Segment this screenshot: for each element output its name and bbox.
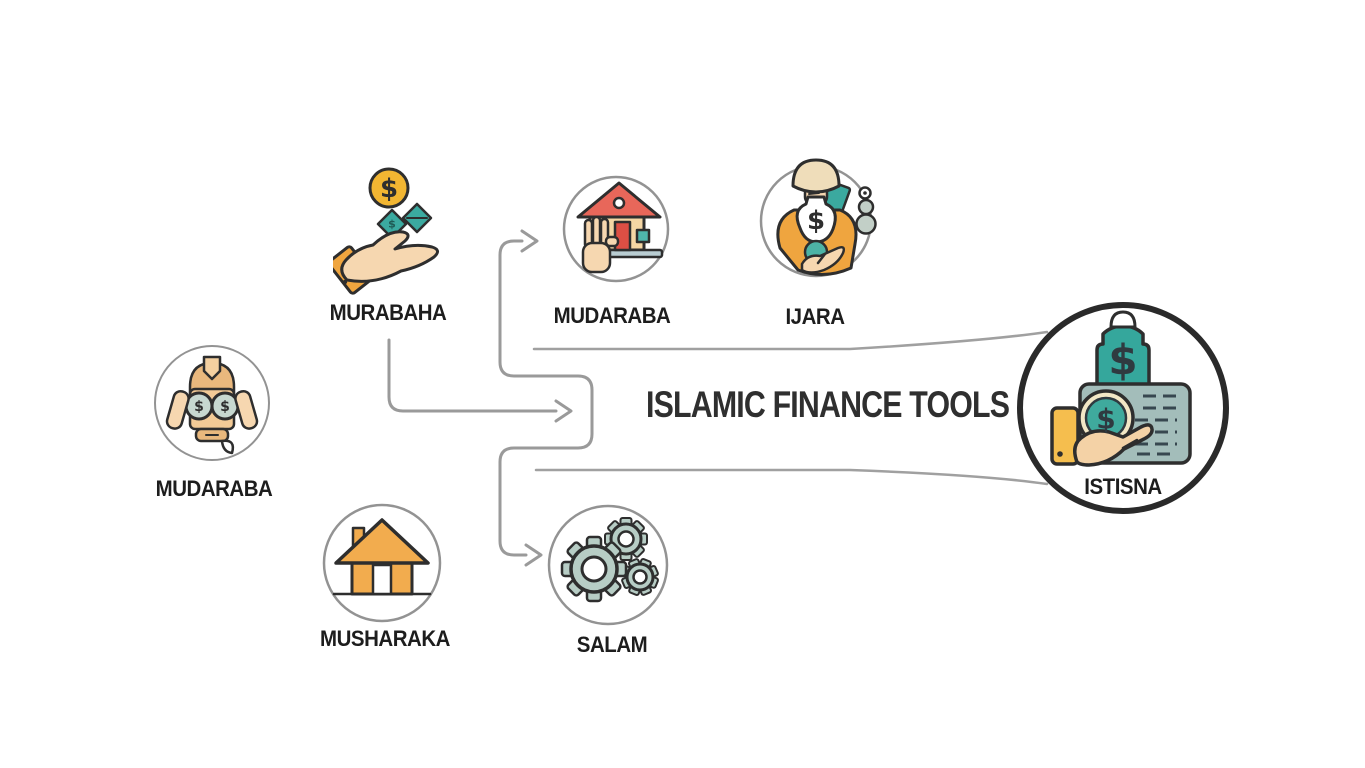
- funnel-bottom-line: [534, 468, 1049, 486]
- dollar-icon: $: [380, 174, 398, 204]
- istisna-node: $ $ ISTISNA: [1011, 296, 1235, 520]
- funnel-top-line: [532, 330, 1049, 351]
- mudaraba-arrowhead-icon: [520, 229, 539, 253]
- label-musharaka: MUSHARAKA: [320, 626, 450, 651]
- murabaha-arrowhead-icon: [554, 399, 573, 423]
- dollar-icon: $: [388, 218, 396, 231]
- dollar-icon: $: [220, 399, 230, 415]
- dollar-icon: $: [807, 206, 825, 236]
- gears-icon: [547, 504, 669, 626]
- label-ijara: IJARA: [785, 304, 845, 329]
- house-icon: [322, 503, 442, 623]
- label-murabaha: MURABAHA: [329, 300, 447, 325]
- house-hand-icon: [562, 175, 670, 283]
- center-brace-line: [498, 239, 594, 557]
- label-mudaraba-left: MUDARABA: [155, 476, 273, 501]
- hand-coin-gems-icon: $ $: [333, 167, 439, 295]
- dollar-icon: $: [1108, 336, 1137, 385]
- binoculars-money-icon: $ $: [154, 345, 270, 461]
- label-mudaraba-top: MUDARABA: [553, 303, 671, 328]
- page-title: ISLAMIC FINANCE TOOLS: [646, 384, 1010, 425]
- dollar-icon: $: [1096, 403, 1115, 436]
- person-money-bag-icon: $: [759, 158, 877, 278]
- murabaha-to-center-line: [387, 338, 558, 413]
- label-salam: SALAM: [576, 632, 648, 657]
- dollar-icon: $: [194, 399, 204, 415]
- label-istisna: ISTISNA: [1084, 474, 1162, 499]
- contract-money-hand-icon: $ $: [1017, 302, 1229, 514]
- salam-arrowhead-icon: [524, 543, 543, 567]
